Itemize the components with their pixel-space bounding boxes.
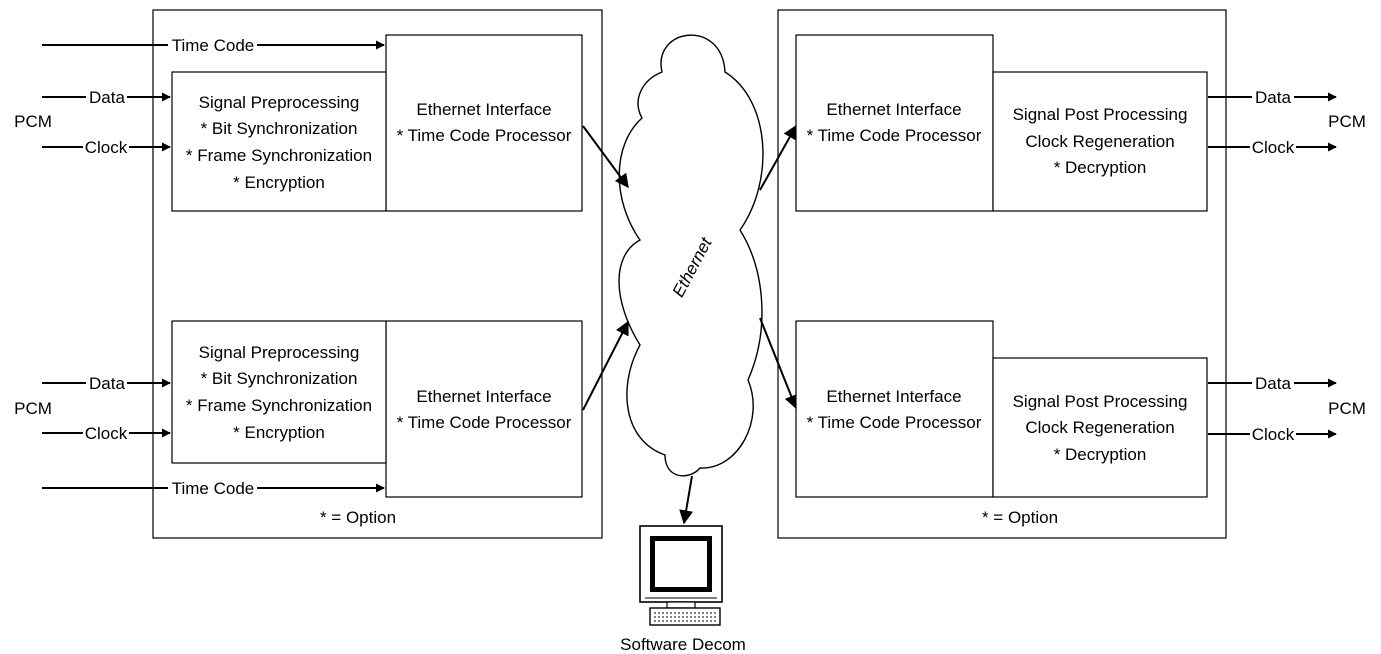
left-top-pre-line3: * Encryption: [233, 173, 325, 192]
left-bottom-ethernet-interface-box: [385, 320, 583, 498]
right-bottom-clock-label: Clock: [1252, 425, 1295, 444]
left-bottom-eth-title: Ethernet Interface: [416, 387, 551, 406]
ethernet-to-computer-arrow: [679, 475, 694, 525]
left-bottom-data-label: Data: [89, 374, 125, 393]
right-bottom-data-label: Data: [1255, 374, 1291, 393]
left-bottom-eth-line1: * Time Code Processor: [397, 413, 572, 432]
ethernet-cloud: [618, 34, 764, 477]
right-bottom-eth-line1: * Time Code Processor: [807, 413, 982, 432]
right-top-clock-label: Clock: [1252, 138, 1295, 157]
left-unit-frame: [152, 9, 603, 539]
left-top-clock-label: Clock: [85, 138, 128, 157]
left-top-pcm-label: PCM: [14, 112, 52, 131]
right-top-post-line1: Clock Regeneration: [1025, 132, 1174, 151]
left-bottom-time-code-label: Time Code: [172, 479, 255, 498]
left-top-preprocessing-box: [171, 71, 387, 212]
right-top-data-label: Data: [1255, 88, 1291, 107]
ethernet-label: Ethernet: [669, 233, 717, 300]
left-bottom-pre-line3: * Encryption: [233, 423, 325, 442]
right-bottom-ethernet-interface-box: [795, 320, 994, 498]
left-bottom-pre-line2: * Frame Synchronization: [186, 396, 372, 415]
left-bottom-pcm-label: PCM: [14, 399, 52, 418]
right-top-ethernet-interface-box: [795, 34, 994, 212]
right-bottom-postprocessing-box: [992, 357, 1208, 498]
right-top-post-title: Signal Post Processing: [1013, 105, 1188, 124]
left-top-ethernet-interface-box: [385, 34, 583, 212]
left-top-pre-line2: * Frame Synchronization: [186, 146, 372, 165]
right-option-note: * = Option: [982, 508, 1058, 527]
left-top-pre-line1: * Bit Synchronization: [201, 119, 358, 138]
right-top-postprocessing-box: [992, 71, 1208, 212]
left-top-eth-title: Ethernet Interface: [416, 100, 551, 119]
right-bottom-pcm-label: PCM: [1328, 399, 1366, 418]
right-top-eth-title: Ethernet Interface: [826, 100, 961, 119]
right-top-pcm-label: PCM: [1328, 112, 1366, 131]
right-bottom-post-line2: * Decryption: [1054, 445, 1147, 464]
left-bottom-clock-label: Clock: [85, 424, 128, 443]
right-top-post-line2: * Decryption: [1054, 158, 1147, 177]
left-bottom-pre-title: Signal Preprocessing: [199, 343, 360, 362]
right-bottom-eth-title: Ethernet Interface: [826, 387, 961, 406]
left-top-eth-line1: * Time Code Processor: [397, 126, 572, 145]
right-bottom-post-title: Signal Post Processing: [1013, 392, 1188, 411]
left-option-note: * = Option: [320, 508, 396, 527]
left-top-pre-title: Signal Preprocessing: [199, 93, 360, 112]
left-bottom-pre-line1: * Bit Synchronization: [201, 369, 358, 388]
computer-label: Software Decom: [620, 635, 746, 654]
left-bottom-preprocessing-box: [171, 320, 387, 464]
right-top-eth-line1: * Time Code Processor: [807, 126, 982, 145]
left-bottom-to-ethernet-arrow: [582, 320, 629, 411]
right-unit-frame: [777, 9, 1227, 539]
right-bottom-post-line1: Clock Regeneration: [1025, 418, 1174, 437]
left-top-data-label: Data: [89, 88, 125, 107]
left-top-time-code-label: Time Code: [172, 36, 255, 55]
left-top-to-ethernet-arrow: [582, 125, 629, 189]
computer-icon: [639, 525, 723, 626]
